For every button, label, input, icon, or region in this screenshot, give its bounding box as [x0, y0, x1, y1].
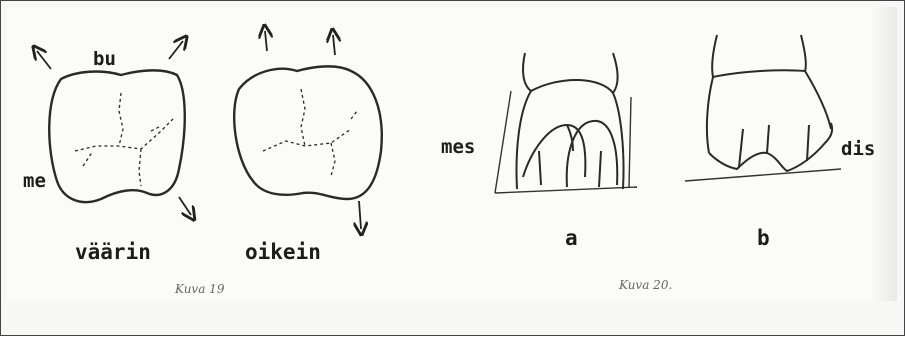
label-a: a	[565, 226, 578, 250]
caption-figure-20: Kuva 20.	[618, 278, 672, 292]
caption-figure-19: Kuva 19	[174, 282, 225, 296]
tooth-right	[234, 66, 382, 199]
tooth-a	[517, 53, 624, 189]
label-mesial: mes	[441, 136, 475, 158]
tooth-wrong	[49, 70, 185, 202]
label-wrong: väärin	[75, 240, 151, 264]
label-b: b	[757, 226, 770, 250]
label-buccal: bu	[93, 48, 116, 70]
label-mesial-left: me	[23, 170, 46, 192]
label-distal: dis	[841, 138, 875, 160]
guide-lines-b	[685, 169, 841, 181]
label-correct: oikein	[245, 240, 321, 264]
tooth-b	[707, 35, 832, 171]
